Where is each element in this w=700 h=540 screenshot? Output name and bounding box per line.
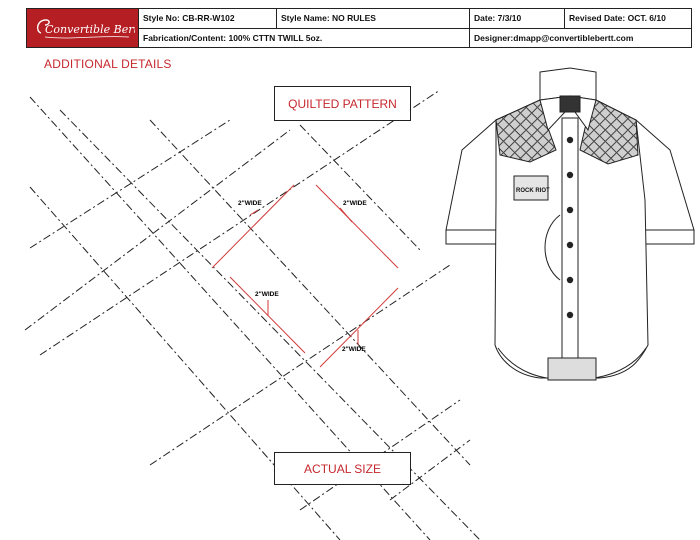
button [566, 241, 574, 249]
designer: Designer:dmapp@convertiblebertt.com [469, 28, 691, 47]
signature-logo-icon: Convertible Bertt [36, 19, 135, 39]
collar-stand [539, 67, 597, 101]
quilt-grid-lines [24, 89, 481, 540]
spec-header: Convertible Bertt Style No: CB-RR-W102 S… [26, 8, 692, 48]
logo-text: Convertible Bertt [45, 23, 135, 36]
quilt-line [59, 109, 481, 540]
dimension-label-3: 2"WIDE [255, 291, 279, 298]
quilt-line [299, 124, 421, 251]
neck-label [559, 95, 581, 113]
header-row-2: Fabrication/Content: 100% CTTN TWILL 5oz… [139, 27, 691, 47]
emboss-arc [544, 214, 561, 281]
quilt-line [24, 129, 291, 331]
button [566, 311, 574, 319]
dimension-line [315, 184, 399, 269]
chest-badge [513, 175, 549, 201]
button [566, 136, 574, 144]
quilt-line [29, 186, 341, 540]
style-no: Style No: CB-RR-W102 [143, 13, 235, 24]
fabrication: Fabrication/Content: 100% CTTN TWILL 5oz… [143, 32, 323, 43]
quilt-line [29, 119, 231, 249]
dimension-line [319, 287, 399, 368]
button [566, 206, 574, 214]
badge-text: ROCK RIOT [516, 188, 550, 194]
dimension-label-2: 2"WIDE [343, 200, 367, 207]
quilted-pattern-label: QUILTED PATTERN [274, 86, 411, 121]
date: Date: 7/3/10 [469, 9, 564, 28]
dimension-line [211, 184, 295, 269]
dimension-label-1: 2"WIDE [238, 200, 262, 207]
dimension-leader [339, 207, 353, 223]
dimension-leader [249, 209, 259, 216]
header-row-1: Style No: CB-RR-W102 Style Name: NO RULE… [139, 9, 691, 28]
buttons [566, 136, 574, 319]
right-cuff [639, 229, 695, 245]
brand-logo: Convertible Bertt [27, 9, 139, 47]
quilt-line [149, 264, 451, 466]
style-name: Style Name: NO RULES [276, 9, 469, 28]
dimension-lines [211, 184, 399, 368]
shirt-sketch: ROCK RIOT [445, 67, 695, 381]
actual-size-label: ACTUAL SIZE [274, 452, 411, 485]
left-cuff [445, 229, 499, 245]
quilt-line [149, 119, 471, 466]
quilt-line [389, 439, 471, 501]
button [566, 171, 574, 179]
revised-date: Revised Date: OCT. 6/10 [564, 9, 691, 28]
quilt-line [39, 89, 441, 356]
header-grid: Style No: CB-RR-W102 Style Name: NO RULE… [139, 9, 691, 47]
section-title: ADDITIONAL DETAILS [44, 57, 172, 71]
tail-tab [547, 357, 597, 381]
button [566, 276, 574, 284]
dimension-label-4: 2"WIDE [342, 346, 366, 353]
